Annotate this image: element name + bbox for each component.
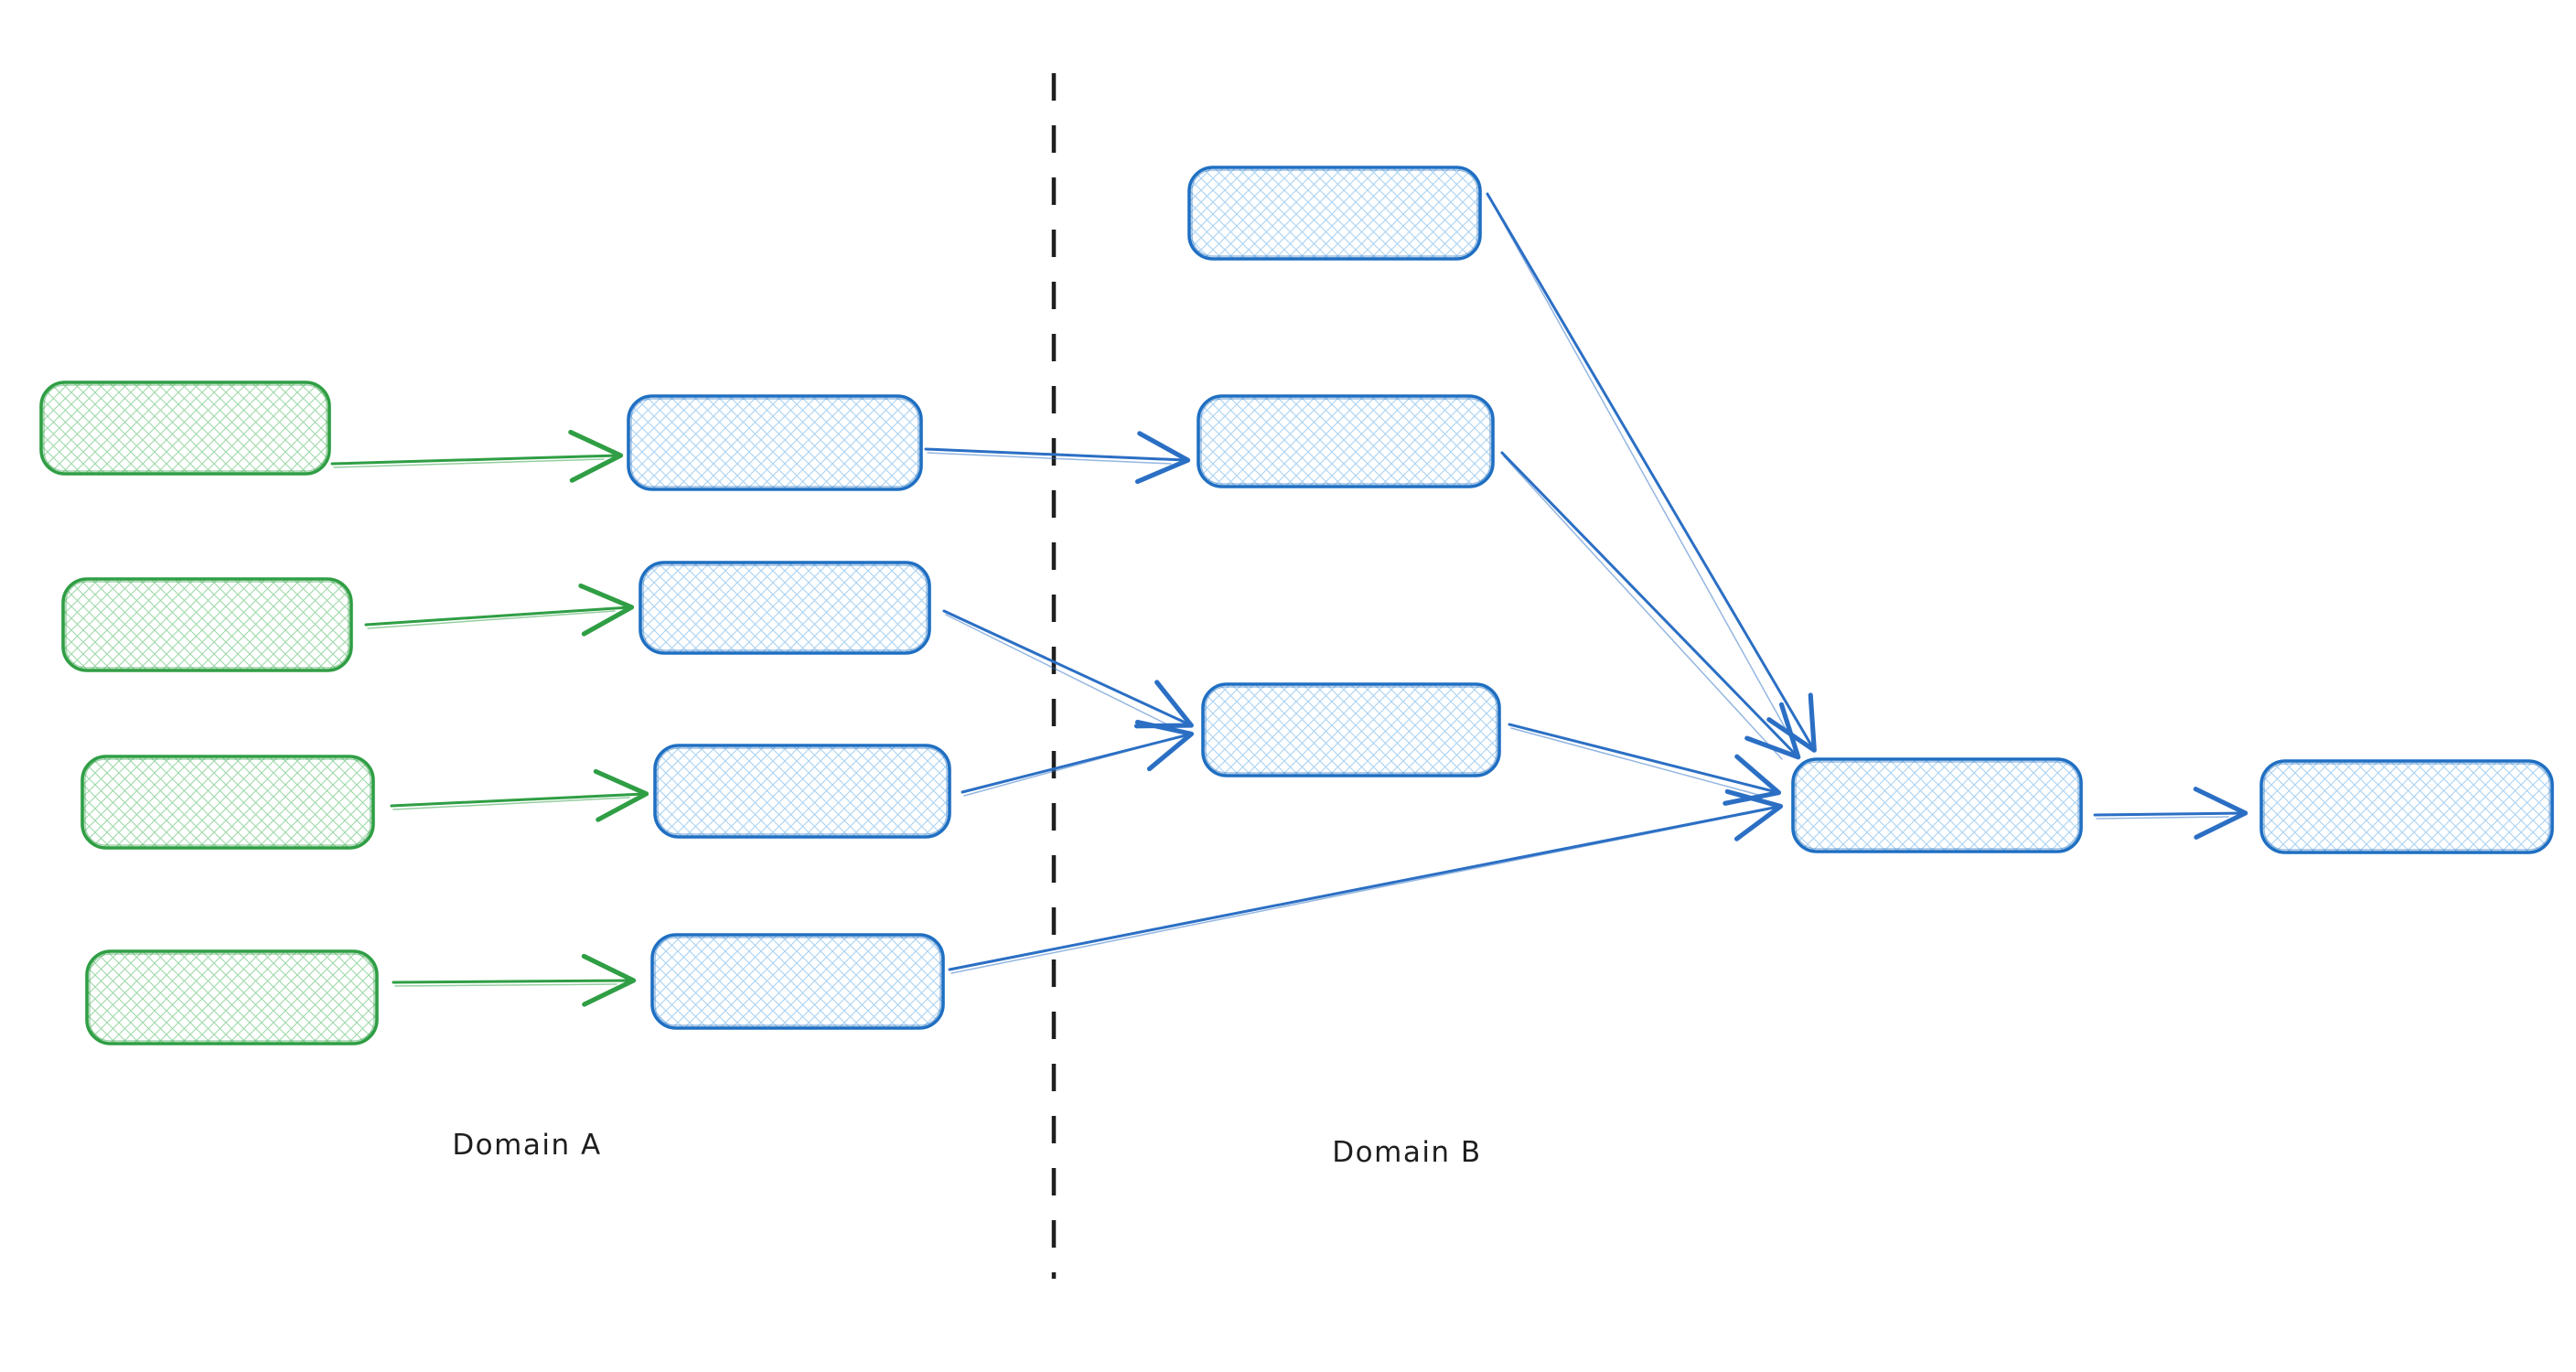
node-b-low[interactable] bbox=[1201, 682, 1501, 777]
arrow-a-out-4-to-b-merge[interactable] bbox=[948, 788, 1784, 971]
domain-a-label[interactable]: Domain A bbox=[452, 1129, 601, 1162]
arrow-a-in-4-to-a-out-4[interactable] bbox=[392, 953, 637, 1007]
arrow-b-merge-to-b-final[interactable] bbox=[2093, 787, 2249, 840]
node-a-in-1-sketch-outline bbox=[43, 384, 327, 472]
node-a-in-3-sketch-outline bbox=[84, 758, 371, 846]
arrow-b-merge-to-b-final-sketch-line bbox=[2096, 816, 2229, 820]
arrow-a-out-1-to-b-mid[interactable] bbox=[924, 431, 1191, 485]
node-b-merge-sketch-outline bbox=[1795, 761, 2079, 850]
arrow-a-in-4-to-a-out-4-sketch-line bbox=[394, 983, 617, 987]
node-b-final[interactable] bbox=[2259, 759, 2554, 854]
arrow-b-mid-to-b-merge-sketch-line bbox=[1503, 456, 1783, 760]
node-a-out-1-sketch-outline bbox=[630, 398, 919, 488]
node-a-in-2-sketch-outline bbox=[65, 581, 349, 669]
node-b-mid-sketch-outline bbox=[1200, 398, 1491, 485]
arrow-a-in-1-to-a-out-1-sketch-line bbox=[333, 458, 605, 468]
node-a-out-2-sketch-outline bbox=[642, 564, 928, 651]
node-a-out-3[interactable] bbox=[653, 744, 951, 839]
node-b-top-sketch-outline bbox=[1191, 169, 1478, 257]
node-a-in-2[interactable] bbox=[61, 577, 353, 672]
node-a-out-2[interactable] bbox=[639, 561, 931, 655]
node-a-out-4[interactable] bbox=[650, 933, 945, 1030]
node-b-merge[interactable] bbox=[1791, 757, 2083, 853]
node-b-low-sketch-outline bbox=[1205, 686, 1497, 774]
node-a-out-3-sketch-outline bbox=[657, 747, 948, 835]
arrow-a-out-3-to-b-low-sketch-line bbox=[963, 737, 1175, 797]
arrow-b-low-to-b-merge-sketch-line bbox=[1510, 727, 1763, 797]
arrow-b-top-to-b-merge-sketch-line bbox=[1488, 197, 1799, 753]
domain-b-label[interactable]: Domain B bbox=[1332, 1136, 1481, 1169]
nodes-layer bbox=[39, 166, 2554, 1045]
node-a-in-4-sketch-outline bbox=[89, 953, 375, 1042]
arrow-b-low-to-b-merge[interactable] bbox=[1508, 723, 1782, 806]
arrow-a-in-3-to-a-out-3-sketch-line bbox=[392, 797, 630, 810]
node-b-final-sketch-outline bbox=[2263, 763, 2550, 851]
node-a-in-3[interactable] bbox=[80, 755, 375, 850]
arrow-a-in-2-to-a-out-2[interactable] bbox=[364, 583, 635, 637]
arrow-a-out-1-to-b-mid-sketch-line bbox=[927, 452, 1172, 465]
edges-layer bbox=[330, 192, 2249, 1007]
node-a-in-1[interactable] bbox=[39, 381, 331, 476]
node-a-out-1[interactable] bbox=[627, 394, 923, 491]
node-a-out-4-sketch-outline bbox=[654, 937, 941, 1026]
arrow-a-in-1-to-a-out-1[interactable] bbox=[330, 429, 624, 483]
arrow-a-out-4-to-b-merge-sketch-line bbox=[950, 809, 1765, 974]
arrow-b-mid-to-b-merge[interactable] bbox=[1500, 451, 1801, 760]
node-a-in-4[interactable] bbox=[85, 949, 379, 1045]
arrow-b-top-to-b-merge[interactable] bbox=[1486, 192, 1817, 753]
node-b-mid[interactable] bbox=[1197, 394, 1495, 488]
arrow-a-out-2-to-b-low[interactable] bbox=[942, 609, 1194, 729]
arrow-a-out-2-to-b-low-sketch-line bbox=[945, 614, 1175, 729]
arrow-a-in-3-to-a-out-3[interactable] bbox=[390, 768, 649, 822]
node-b-top[interactable] bbox=[1187, 166, 1482, 261]
arrow-a-in-2-to-a-out-2-sketch-line bbox=[367, 610, 616, 629]
